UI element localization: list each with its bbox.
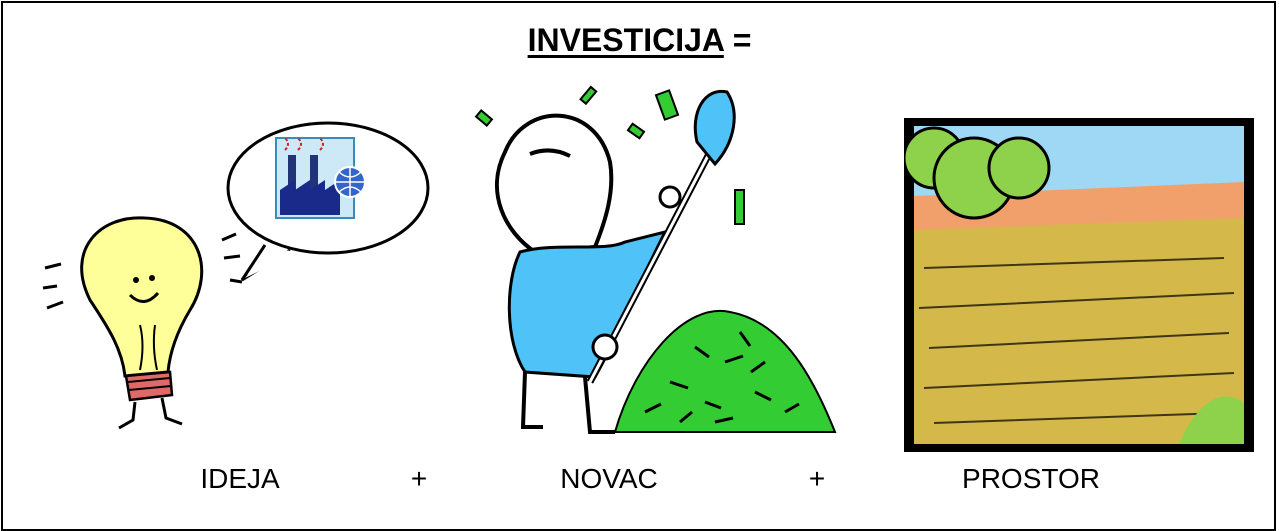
shine-lines [42,232,243,310]
plus-sign-1: + [410,463,428,494]
title-equals: = [723,22,752,58]
lightbulb-idea-illustration [42,121,430,430]
slide-title: INVESTICIJA = [0,22,1279,59]
field-texture [918,257,1235,424]
field [914,218,1244,444]
falling-bills [474,85,745,225]
grass-corner [1179,396,1244,444]
field-landscape-illustration [904,118,1254,452]
label-prostor: PROSTOR [962,463,1100,494]
man-shoveling-money-illustration [474,85,837,434]
money-pile [613,309,837,433]
title-word: INVESTICIJA [527,22,724,58]
plus-sign-2: + [808,463,826,494]
shovel [586,89,736,384]
label-ideja: IDEJA [200,463,280,494]
label-novac: NOVAC [560,463,658,494]
lightbulb [80,216,204,430]
trees [904,126,1051,220]
factory-icon [275,137,366,219]
